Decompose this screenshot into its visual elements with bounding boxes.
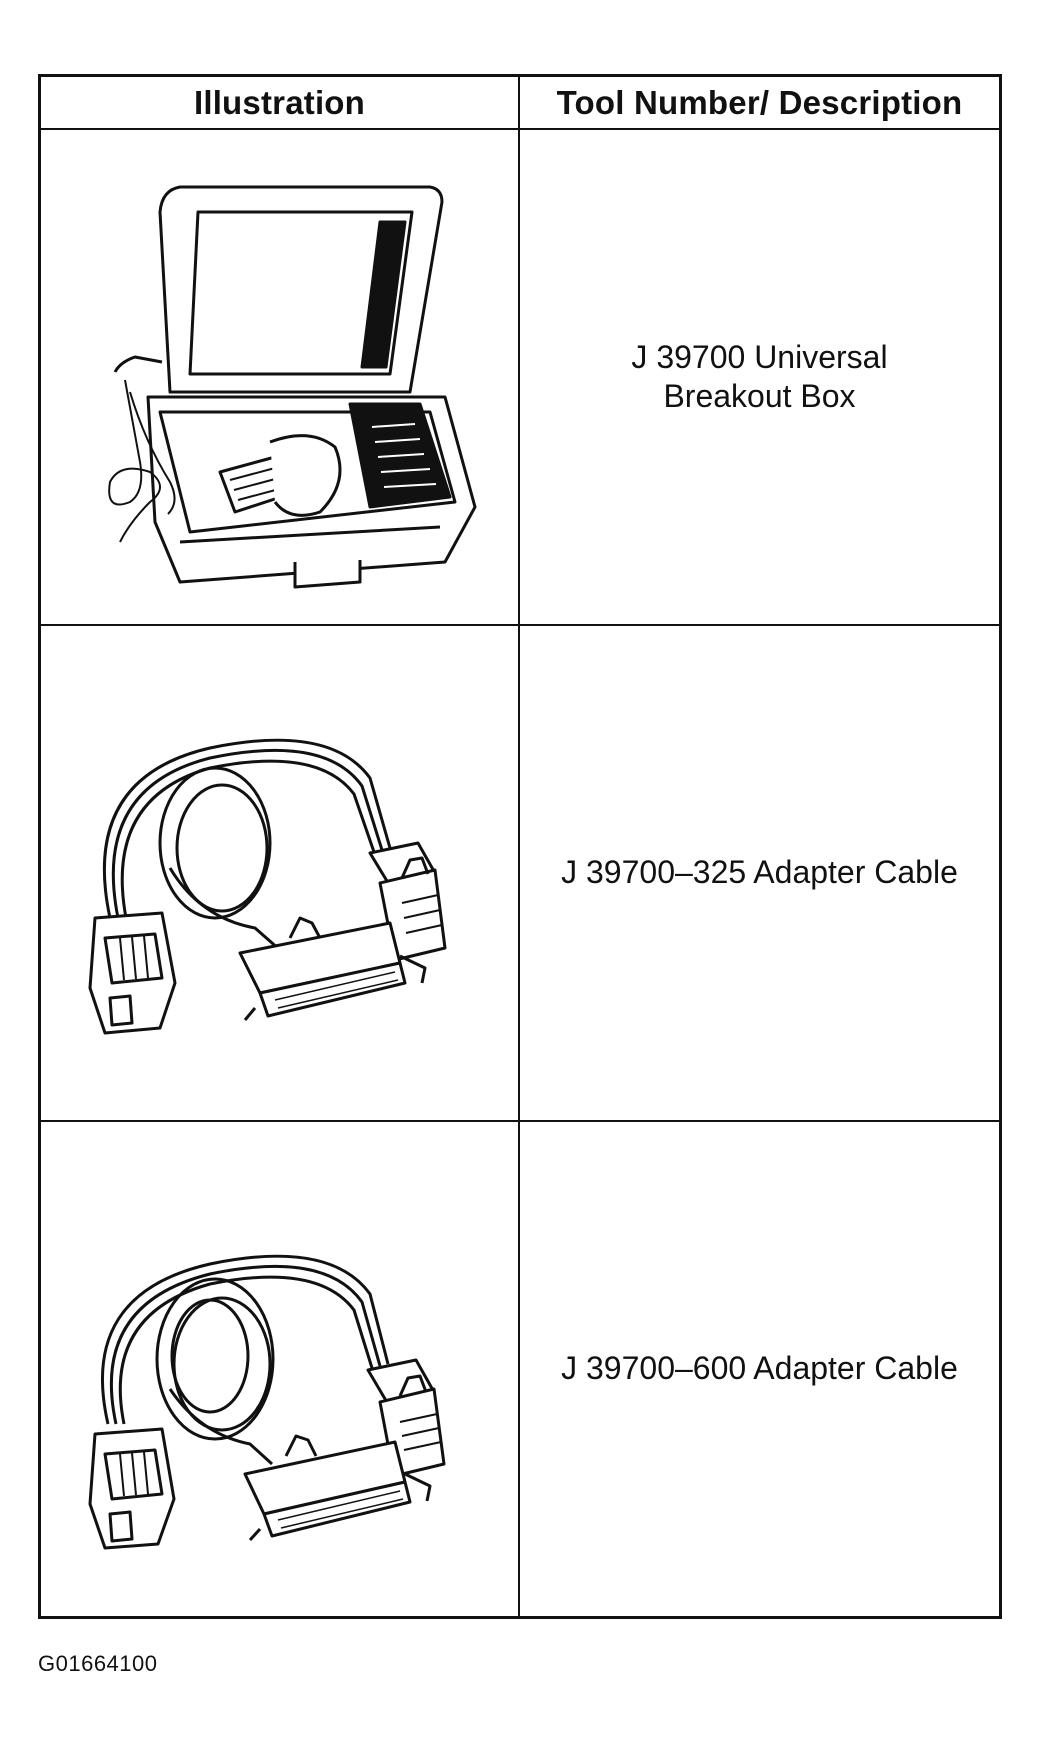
tool-description-text-1: J 39700 Universal Breakout Box bbox=[631, 338, 888, 414]
breakout-box-case-icon bbox=[107, 185, 476, 589]
tool-description-3: J 39700–600 Adapter Cable bbox=[520, 1122, 999, 1616]
adapter-cable-icon bbox=[88, 1254, 445, 1550]
illustration-cell-1 bbox=[41, 130, 520, 626]
tool-table: Illustration Tool Number/ Description bbox=[38, 74, 1002, 1619]
tool-description-text-2: J 39700–325 Adapter Cable bbox=[561, 854, 958, 891]
adapter-cable-icon bbox=[88, 738, 446, 1035]
tool-description-2: J 39700–325 Adapter Cable bbox=[520, 626, 999, 1122]
figure-id: G01664100 bbox=[38, 1651, 158, 1676]
illustration-cell-2 bbox=[41, 626, 520, 1122]
header-tool-description: Tool Number/ Description bbox=[520, 77, 999, 130]
tool-description-text-3: J 39700–600 Adapter Cable bbox=[561, 1350, 958, 1387]
illustration-cell-3 bbox=[41, 1122, 520, 1616]
header-illustration: Illustration bbox=[41, 77, 520, 130]
tool-description-1: J 39700 Universal Breakout Box bbox=[520, 130, 999, 626]
